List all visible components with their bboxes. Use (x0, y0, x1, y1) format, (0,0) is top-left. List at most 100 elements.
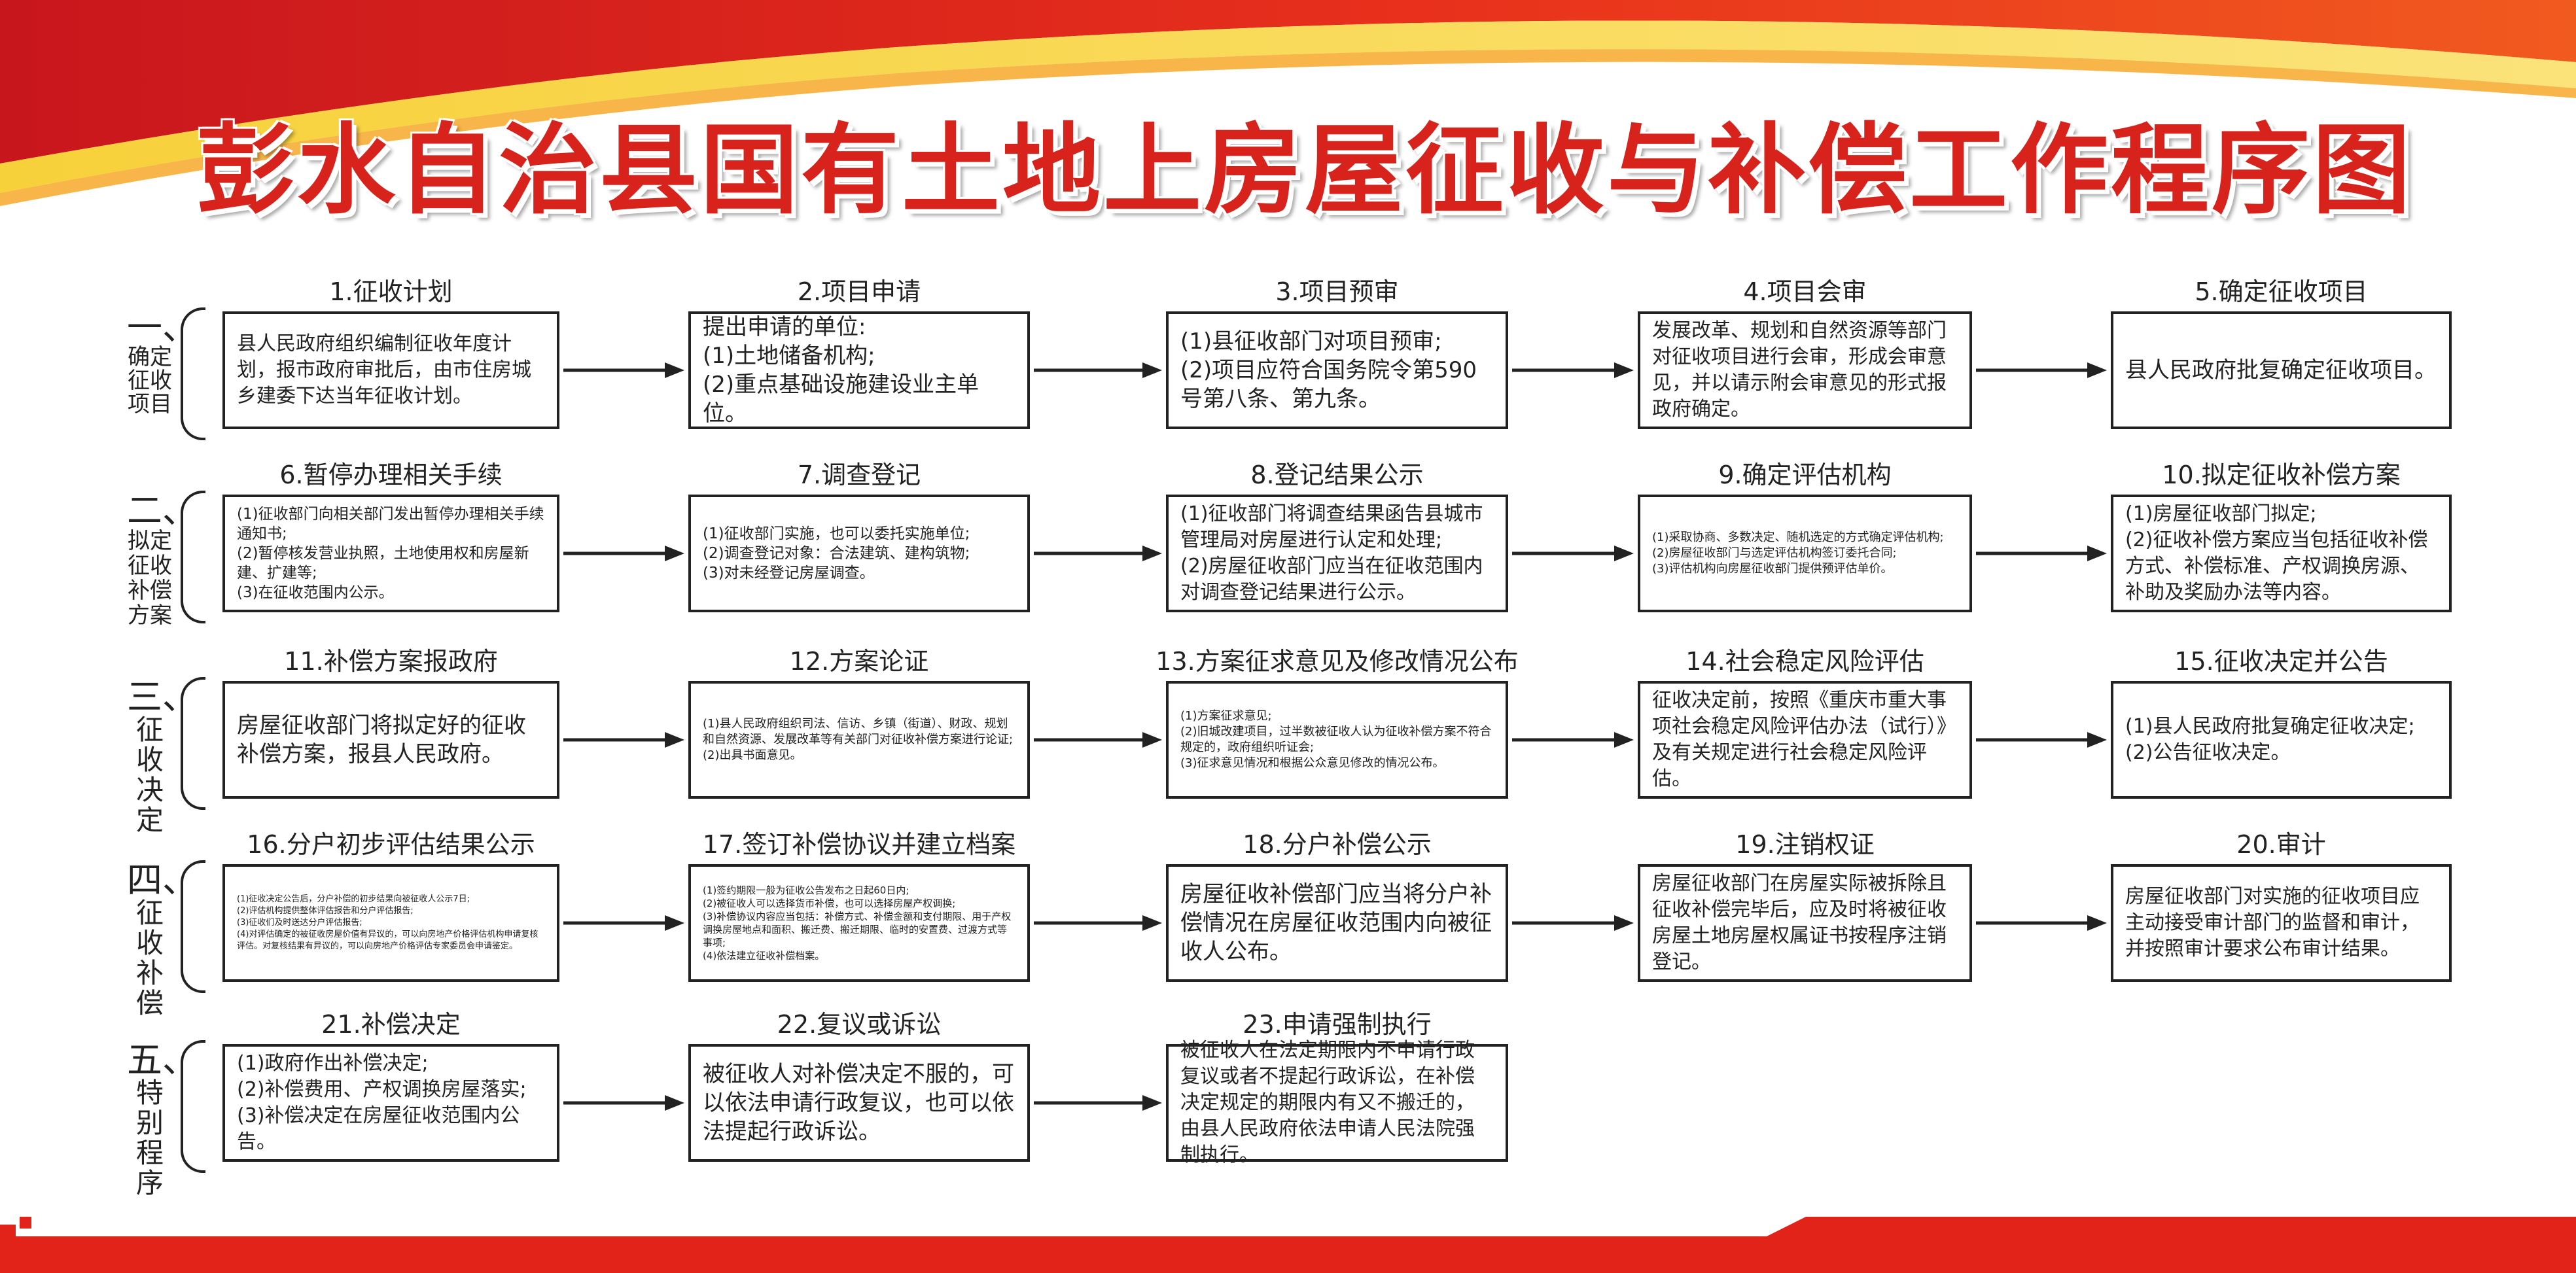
step-box: 县人民政府批复确定征收项目。 (2111, 311, 2452, 429)
phase-label: 三、征收决定 (118, 676, 216, 835)
flow-arrow (563, 732, 684, 748)
step-description: (1)签约期限一般为征收公告发布之日起60日内; (2)被征收人可以选择货币补偿… (703, 884, 1012, 962)
process-step: 16.分户初步评估结果公示(1)征收决定公告后，分户补偿的初步结果向被征收人公示… (222, 828, 559, 982)
top-banner (0, 0, 2576, 206)
step-description: (1)房屋征收部门拟定; (2)征收补偿方案应当包括征收补偿方式、补偿标准、产权… (2125, 502, 2428, 604)
step-box: 县人民政府组织编制征收年度计划，报市政府审批后，由市住房城乡建委下达当年征收计划… (222, 311, 559, 429)
step-box: 提出申请的单位: (1)土地储备机构; (2)重点基础设施建设业主单位。 (688, 311, 1030, 429)
step-description: 发展改革、规划和自然资源等部门对征收项目进行会审，形成会审意见，并以请示附会审意… (1652, 319, 1947, 421)
flow-arrow (1512, 732, 1634, 748)
step-title: 11.补偿方案报政府 (284, 647, 498, 676)
phase-name: 确定征收项目 (128, 344, 172, 417)
process-step: 18.分户补偿公示房屋征收补偿部门应当将分户补偿情况在房屋征收范围内向被征收人公… (1166, 828, 1508, 982)
flow-arrow (1976, 915, 2107, 931)
bottom-banner (0, 1217, 2576, 1273)
phase-bracket (181, 307, 205, 440)
process-step: 13.方案征求意见及修改情况公布 (1)方案征求意见; (2)旧城改建项目，过半数… (1156, 644, 1519, 799)
flow-arrow (563, 915, 684, 931)
step-title: 18.分户补偿公示 (1243, 830, 1432, 859)
step-title: 3.项目预审 (1275, 277, 1399, 306)
phase-number: 四、 (127, 860, 198, 901)
step-box: (1)县人民政府批复确定征收决定; (2)公告征收决定。 (2111, 681, 2452, 799)
process-step: 19.注销权证房屋征收部门在房屋实际被拆除且征收补偿完毕后，应及时将被征收房屋土… (1638, 828, 1972, 982)
phase-bracket (181, 1040, 205, 1173)
step-title: 6.暂停办理相关手续 (279, 461, 503, 489)
process-step: 8.登记结果公示(1)征收部门将调查结果函告县城市管理局对房屋进行认定和处理; … (1166, 458, 1508, 612)
step-description: (1)征收部门将调查结果函告县城市管理局对房屋进行认定和处理; (2)房屋征收部… (1180, 502, 1483, 604)
step-description: 被征收人在法定期限内不申请行政复议或者不提起行政诉讼，在补偿决定规定的期限内有又… (1180, 1039, 1475, 1166)
step-title: 13.方案征求意见及修改情况公布 (1156, 647, 1519, 676)
step-description: (1)县人民政府批复确定征收决定; (2)公告征收决定。 (2125, 715, 2415, 764)
phase-name: 拟定征收补偿方案 (128, 528, 172, 629)
process-step: 4.项目会审发展改革、规划和自然资源等部门对征收项目进行会审，形成会审意见，并以… (1638, 275, 1972, 429)
step-title: 5.确定征收项目 (2195, 277, 2368, 306)
step-box: 被征收人在法定期限内不申请行政复议或者不提起行政诉讼，在补偿决定规定的期限内有又… (1166, 1039, 1508, 1166)
step-title: 23.申请强制执行 (1243, 1010, 1432, 1039)
process-step: 11.补偿方案报政府房屋征收部门将拟定好的征收补偿方案，报县人民政府。 (222, 644, 559, 799)
step-description: (1)政府作出补偿决定; (2)补偿费用、产权调换房屋落实; (3)补偿决定在房… (237, 1052, 527, 1153)
flow-arrow (1512, 362, 1634, 378)
step-title: 9.确定评估机构 (1718, 461, 1892, 489)
step-title: 4.项目会审 (1743, 277, 1867, 306)
phase-label: 五、特别程序 (118, 1039, 216, 1198)
flow-arrow (563, 1095, 684, 1111)
phase-bracket (181, 491, 205, 623)
process-step: 14.社会稳定风险评估征收决定前，按照《重庆市重大事项社会稳定风险评估办法（试行… (1638, 644, 1972, 799)
step-box: 房屋征收部门将拟定好的征收补偿方案，报县人民政府。 (222, 681, 559, 799)
step-description: 房屋征收部门将拟定好的征收补偿方案，报县人民政府。 (237, 712, 526, 767)
step-title: 20.审计 (2236, 830, 2326, 859)
step-title: 7.调查登记 (797, 461, 921, 489)
step-box: (1)房屋征收部门拟定; (2)征收补偿方案应当包括征收补偿方式、补偿标准、产权… (2111, 495, 2452, 612)
step-description: (1)征收部门实施，也可以委托实施单位; (2)调查登记对象：合法建筑、建构筑物… (703, 525, 970, 582)
process-step: 5.确定征收项目县人民政府批复确定征收项目。 (2111, 275, 2452, 429)
flow-arrow (563, 546, 684, 561)
step-box: 房屋征收补偿部门应当将分户补偿情况在房屋征收范围内向被征收人公布。 (1166, 864, 1508, 982)
step-title: 12.方案论证 (789, 647, 929, 676)
phase-bracket (181, 860, 205, 993)
step-box: (1)征收部门向相关部门发出暂停办理相关手续通知书; (2)暂停核发营业执照，土… (222, 495, 559, 612)
step-box: (1)方案征求意见; (2)旧城改建项目，过半数被征收人认为征收补偿方案不符合规… (1166, 681, 1508, 799)
flow-arrow (1976, 546, 2107, 561)
process-step: 9.确定评估机构 (1)采取协商、多数决定、随机选定的方式确定评估机构; (2)房… (1638, 458, 1972, 612)
step-title: 22.复议或诉讼 (777, 1010, 942, 1039)
phase-number: 一、 (127, 307, 198, 348)
phase-label: 四、征收补偿 (118, 860, 216, 1019)
flow-arrow (563, 362, 684, 378)
phase-label: 二、拟定征收补偿方案 (118, 491, 216, 628)
process-step: 15.征收决定并公告 (1)县人民政府批复确定征收决定; (2)公告征收决定。 (2111, 644, 2452, 799)
phase-number: 三、 (127, 676, 198, 718)
process-step: 2.项目申请提出申请的单位: (1)土地储备机构; (2)重点基础设施建设业主单… (688, 275, 1030, 429)
flow-arrow (1976, 732, 2107, 748)
step-description: (1)征收决定公告后，分户补偿的初步结果向被征收人公示7日; (2)评估机构提供… (237, 894, 538, 951)
flow-arrow (1034, 732, 1162, 748)
step-description: (1)采取协商、多数决定、随机选定的方式确定评估机构; (2)房屋征收部门与选定… (1652, 531, 1944, 576)
phase-name: 征收补偿 (135, 897, 164, 1019)
flow-arrow (1512, 546, 1634, 561)
step-title: 17.签订补偿协议并建立档案 (702, 830, 1016, 859)
process-step: 21.补偿决定 (1)政府作出补偿决定; (2)补偿费用、产权调换房屋落实; (3… (222, 1007, 559, 1162)
flow-arrow (1976, 362, 2107, 378)
step-description: 被征收人对补偿决定不服的，可以依法申请行政复议，也可以依法提起行政诉讼。 (703, 1061, 1014, 1145)
step-box: (1)签约期限一般为征收公告发布之日起60日内; (2)被征收人可以选择货币补偿… (688, 864, 1030, 982)
step-box: 房屋征收部门在房屋实际被拆除且征收补偿完毕后，应及时将被征收房屋土地房屋权属证书… (1638, 864, 1972, 982)
step-description: 县人民政府组织编制征收年度计划，报市政府审批后，由市住房城乡建委下达当年征收计划… (237, 332, 531, 408)
flow-arrow (1512, 915, 1634, 931)
step-box: 征收决定前，按照《重庆市重大事项社会稳定风险评估办法（试行）》及有关规定进行社会… (1638, 681, 1972, 799)
page-title: 彭水自治县国有土地上房屋征收与补偿工作程序图 (196, 113, 2414, 228)
step-title: 19.注销权证 (1735, 830, 1875, 859)
step-description: (1)县征收部门对项目预审; (2)项目应符合国务院令第590号第八条、第九条。 (1180, 328, 1477, 412)
step-description: 征收决定前，按照《重庆市重大事项社会稳定风险评估办法（试行）》及有关规定进行社会… (1652, 689, 1956, 790)
process-step: 1.征收计划县人民政府组织编制征收年度计划，报市政府审批后，由市住房城乡建委下达… (222, 275, 559, 429)
phase-name: 特别程序 (135, 1077, 164, 1199)
process-step: 12.方案论证(1)县人民政府组织司法、信访、乡镇（街道）、财政、规划和自然资源… (688, 644, 1030, 799)
step-box: (1)征收决定公告后，分户补偿的初步结果向被征收人公示7日; (2)评估机构提供… (222, 864, 559, 982)
step-box: (1)政府作出补偿决定; (2)补偿费用、产权调换房屋落实; (3)补偿决定在房… (222, 1044, 559, 1162)
flow-arrow (1034, 915, 1162, 931)
step-title: 21.补偿决定 (321, 1010, 461, 1039)
process-step: 6.暂停办理相关手续 (1)征收部门向相关部门发出暂停办理相关手续通知书; (2)… (222, 458, 559, 612)
step-box: 房屋征收部门对实施的征收项目应主动接受审计部门的监督和审计，并按照审计要求公布审… (2111, 864, 2452, 982)
step-title: 1.征收计划 (329, 277, 453, 306)
phase-number: 五、 (127, 1039, 198, 1081)
step-description: 县人民政府批复确定征收项目。 (2125, 357, 2437, 383)
step-title: 15.征收决定并公告 (2174, 647, 2388, 676)
